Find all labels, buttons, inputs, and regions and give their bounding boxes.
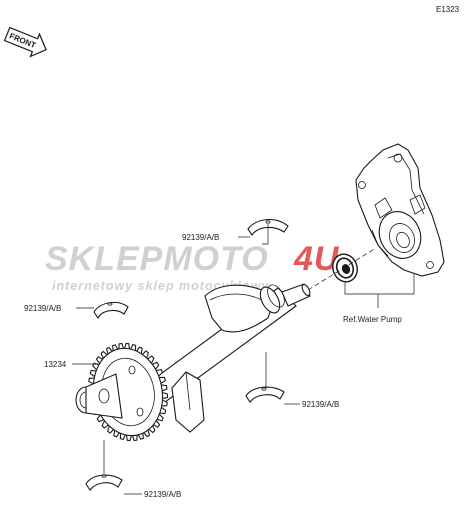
bearing-lower-right	[245, 386, 285, 403]
watermark-brand-left: SKLEPMOTO	[45, 240, 269, 278]
diagram-code: E1323	[436, 5, 460, 14]
balancer-shaft	[127, 283, 311, 433]
label-water-pump-ref: Ref.Water Pump	[343, 315, 402, 324]
label-bearing-upper-right: 92139/A/B	[182, 233, 219, 242]
front-arrow-icon: FRONT	[3, 26, 47, 58]
label-bearing-lower-right: 92139/A/B	[302, 400, 339, 409]
oil-seal	[332, 253, 358, 283]
bearing-upper-left	[93, 301, 129, 320]
label-bearing-upper-left: 92139/A/B	[24, 304, 61, 313]
bearing-lower-left	[85, 474, 123, 491]
watermark-brand-right: 4U	[293, 240, 340, 278]
water-pump-housing	[355, 143, 445, 277]
balancer-gear	[75, 342, 169, 442]
watermark: SKLEPMOTO 4U internetowy sklep motocyklo…	[45, 240, 340, 293]
label-balancer-gear: 13234	[44, 360, 67, 369]
label-bearing-lower-left: 92139/A/B	[144, 490, 181, 499]
